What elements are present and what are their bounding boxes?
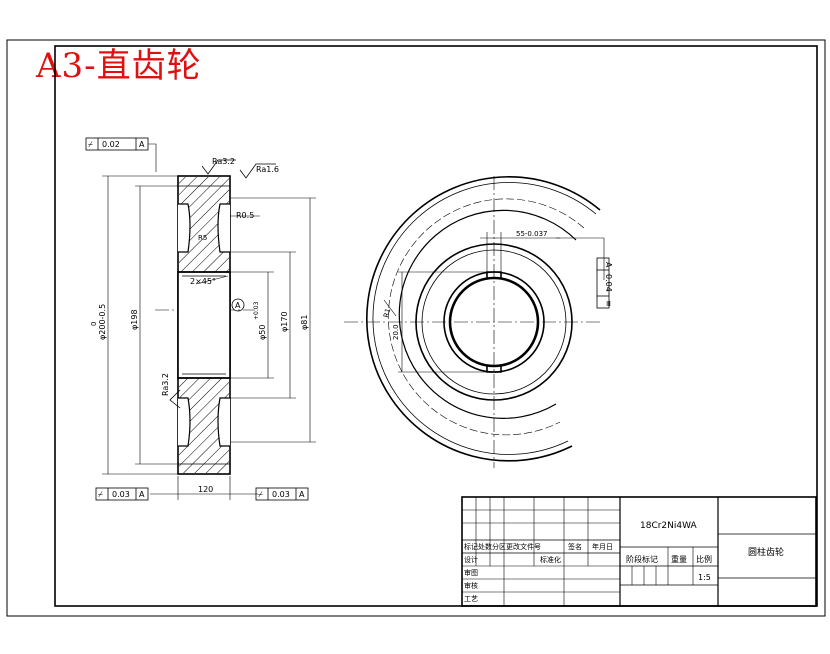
outer-border [6, 39, 826, 617]
tip-dia-label: φ200-0.5 [98, 304, 107, 340]
chamfer-label: 2×45° [190, 277, 216, 286]
stage-mark-label: 阶段标记 [626, 554, 658, 564]
rim-inner-dia-label: φ170 [280, 311, 289, 332]
outer-dia-label: φ198 [130, 309, 139, 330]
tolerance-bottom-right: ⌿ 0.03 A [255, 487, 309, 501]
header-label-0: 标记 [464, 542, 478, 551]
front-view [344, 176, 605, 468]
tol-top-symbol: ⌿ [88, 140, 93, 149]
weight-label: 重量 [671, 554, 687, 564]
keyway-side-label: R1 [382, 307, 392, 318]
header-label-2: 分区 [492, 542, 506, 551]
part-name-label: 圆柱齿轮 [748, 546, 784, 558]
tol-br-datum: A [299, 490, 305, 499]
section-view [102, 143, 316, 500]
tol-top-value: 0.02 [102, 140, 120, 149]
tol-key-value: 0.04 [604, 274, 613, 292]
bore-dia-label: φ50 [258, 325, 267, 340]
scale-value: 1:5 [698, 573, 711, 582]
tolerance-keyway: A 0.04 ≡ [596, 257, 613, 309]
title-block-text: 18Cr2Ni4WA 圆柱齿轮 标记 处数 分区 更改文件号 签名 年月日 设计… [464, 521, 784, 603]
title-block [461, 496, 817, 607]
row-label-1: 审图 [464, 568, 478, 577]
header-label-1: 处数 [478, 542, 492, 551]
row-label-0: 设计 [464, 555, 478, 564]
ratio-label: 比例 [696, 554, 712, 564]
section-annotations: Ra3.2 Ra1.6 R0.5 R5 2×45° A φ200-0.5 0 φ… [90, 157, 309, 494]
hub-dia-label: φ81 [300, 315, 309, 330]
tol-br-symbol: ⌿ [258, 490, 263, 499]
roughness-top-right: Ra1.6 [256, 165, 279, 174]
tol-bl-symbol: ⌿ [98, 490, 103, 499]
tol-key-datum: A [604, 262, 613, 268]
roughness-top: Ra3.2 [212, 157, 235, 166]
web-width-label: R5 [198, 234, 207, 242]
rim-width-label: R0.5 [236, 211, 254, 220]
header-label-4: 签名 [568, 542, 582, 551]
tolerance-top-left: ⌿ 0.02 A [85, 137, 149, 151]
header-label-3: 更改文件号 [506, 542, 541, 551]
keyway-width-label: 55-0.037 [516, 230, 547, 238]
tolerance-bottom-left: ⌿ 0.03 A [95, 487, 149, 501]
bore-tol-label: +0.03 [253, 301, 260, 320]
tol-bl-datum: A [139, 490, 145, 499]
roughness-side: Ra3.2 [161, 373, 170, 396]
tol-bl-value: 0.03 [112, 490, 130, 499]
sheet-label: A3-直齿轮 [36, 46, 202, 86]
tol-top-datum: A [139, 140, 145, 149]
tol-key-symbol: ≡ [604, 300, 613, 307]
front-annotations: 55-0.037 20.0 R1 [382, 230, 547, 340]
tip-dia-prefix: 0 [90, 322, 98, 326]
row-label-3: 工艺 [464, 595, 478, 603]
material-label: 18Cr2Ni4WA [640, 521, 698, 531]
standardization-label: 标准化 [540, 555, 561, 564]
keyway-depth-label: 20.0 [392, 324, 400, 340]
face-width-label: 120 [198, 485, 213, 494]
header-label-5: 年月日 [592, 542, 613, 551]
row-label-2: 审核 [464, 581, 478, 590]
tol-br-value: 0.03 [272, 490, 290, 499]
inner-frame [54, 45, 818, 607]
datum-label: A [235, 301, 241, 310]
